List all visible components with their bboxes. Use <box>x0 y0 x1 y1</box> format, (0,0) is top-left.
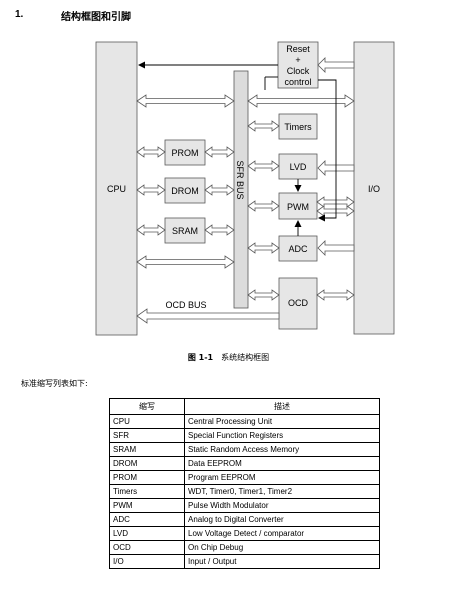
desc-cell: On Chip Debug <box>184 540 380 555</box>
reset-label-1: Reset <box>286 44 310 54</box>
pwm-block <box>278 192 318 220</box>
figure-title: 系统结构框图 <box>221 353 270 362</box>
prom-sfr-arrow <box>204 146 235 158</box>
prom-block <box>164 139 206 166</box>
pwm-label: PWM <box>287 202 309 212</box>
desc-cell: Pulse Width Modulator <box>184 498 380 513</box>
sfr-pwm-arrow <box>247 200 280 212</box>
figure-number: 图 1-1 <box>187 353 214 362</box>
cpu-sfr-bus-arrow-bottom <box>136 255 235 269</box>
timers-label: Timers <box>284 122 312 132</box>
sfr-ocd-arrow <box>247 289 280 301</box>
io-reset-arrow <box>317 57 355 73</box>
desc-cell: Central Processing Unit <box>184 414 380 429</box>
ocd-io-arrow <box>316 289 355 301</box>
reset-label-3: Clock <box>287 66 310 76</box>
cpu-drom-arrow <box>136 184 166 196</box>
abbr-cell: DROM <box>109 456 185 471</box>
abbr-cell: SRAM <box>109 442 185 457</box>
system-block-diagram: CPU I/O SFR BUS Reset + Clock control Ti… <box>95 41 395 336</box>
ocd-block <box>278 277 318 330</box>
cpu-block <box>95 41 138 336</box>
ocd-bus-label: OCD BUS <box>165 300 206 310</box>
lvd-label: LVD <box>290 162 307 172</box>
io-adc-arrow <box>317 240 355 256</box>
sfr-timers-arrow <box>247 120 280 132</box>
pwm-io-arrow-2 <box>316 205 355 217</box>
ocd-bus-arrow <box>136 308 280 324</box>
cpu-sram-arrow <box>136 224 166 236</box>
lvd-block <box>278 153 318 180</box>
pwm-io-arrow-1 <box>316 196 355 208</box>
abbr-cell: LVD <box>109 526 185 541</box>
cpu-label: CPU <box>107 184 126 194</box>
abbr-cell: I/O <box>109 554 185 569</box>
drom-block <box>164 177 206 204</box>
sfr-bus-label: SFR BUS <box>235 160 245 199</box>
table-header-row: 缩写 描述 <box>109 398 380 415</box>
abbr-cell: PROM <box>109 470 185 485</box>
desc-cell: Program EEPROM <box>184 470 380 485</box>
abbr-cell: ADC <box>109 512 185 527</box>
sfr-adc-arrow <box>247 242 280 254</box>
sram-block <box>164 217 206 244</box>
section-title: 结构框图和引脚 <box>61 12 131 23</box>
ocd-label: OCD <box>288 298 309 308</box>
figure-caption: 图 1-1 系统结构框图 <box>0 352 457 363</box>
drom-label: DROM <box>171 186 199 196</box>
desc-cell: Static Random Access Memory <box>184 442 380 457</box>
abbr-cell: PWM <box>109 498 185 513</box>
header-description: 描述 <box>184 398 380 415</box>
desc-cell: Low Voltage Detect / comparator <box>184 526 380 541</box>
reset-label-2: + <box>295 55 300 65</box>
adc-label: ADC <box>288 244 308 254</box>
abbr-cell: SFR <box>109 428 185 443</box>
io-label: I/O <box>368 184 380 194</box>
sram-sfr-arrow <box>204 224 235 236</box>
abbr-cell: Timers <box>109 484 185 499</box>
cpu-prom-arrow <box>136 146 166 158</box>
prom-label: PROM <box>172 148 199 158</box>
reset-label-4: control <box>284 77 311 87</box>
desc-cell: Data EEPROM <box>184 456 380 471</box>
desc-cell: Special Function Registers <box>184 428 380 443</box>
sfr-lvd-arrow <box>247 160 280 172</box>
section-number: 1. <box>15 9 24 20</box>
abbr-cell: CPU <box>109 414 185 429</box>
io-block <box>353 41 395 335</box>
timers-block <box>278 113 318 140</box>
desc-cell: Analog to Digital Converter <box>184 512 380 527</box>
abbreviation-intro: 标准缩写列表如下: <box>21 379 88 388</box>
sfr-io-bus-arrow-top <box>247 94 355 108</box>
cpu-sfr-bus-arrow-top <box>136 94 235 108</box>
sram-label: SRAM <box>172 226 198 236</box>
desc-cell: Input / Output <box>184 554 380 569</box>
drom-sfr-arrow <box>204 184 235 196</box>
sfr-bus <box>233 70 249 309</box>
reset-clock-block <box>277 41 319 89</box>
desc-cell: WDT, Timer0, Timer1, Timer2 <box>184 484 380 499</box>
abbr-cell: OCD <box>109 540 185 555</box>
section-heading: 1. 结构框图和引脚 <box>0 0 457 23</box>
header-abbreviation: 缩写 <box>109 398 185 415</box>
